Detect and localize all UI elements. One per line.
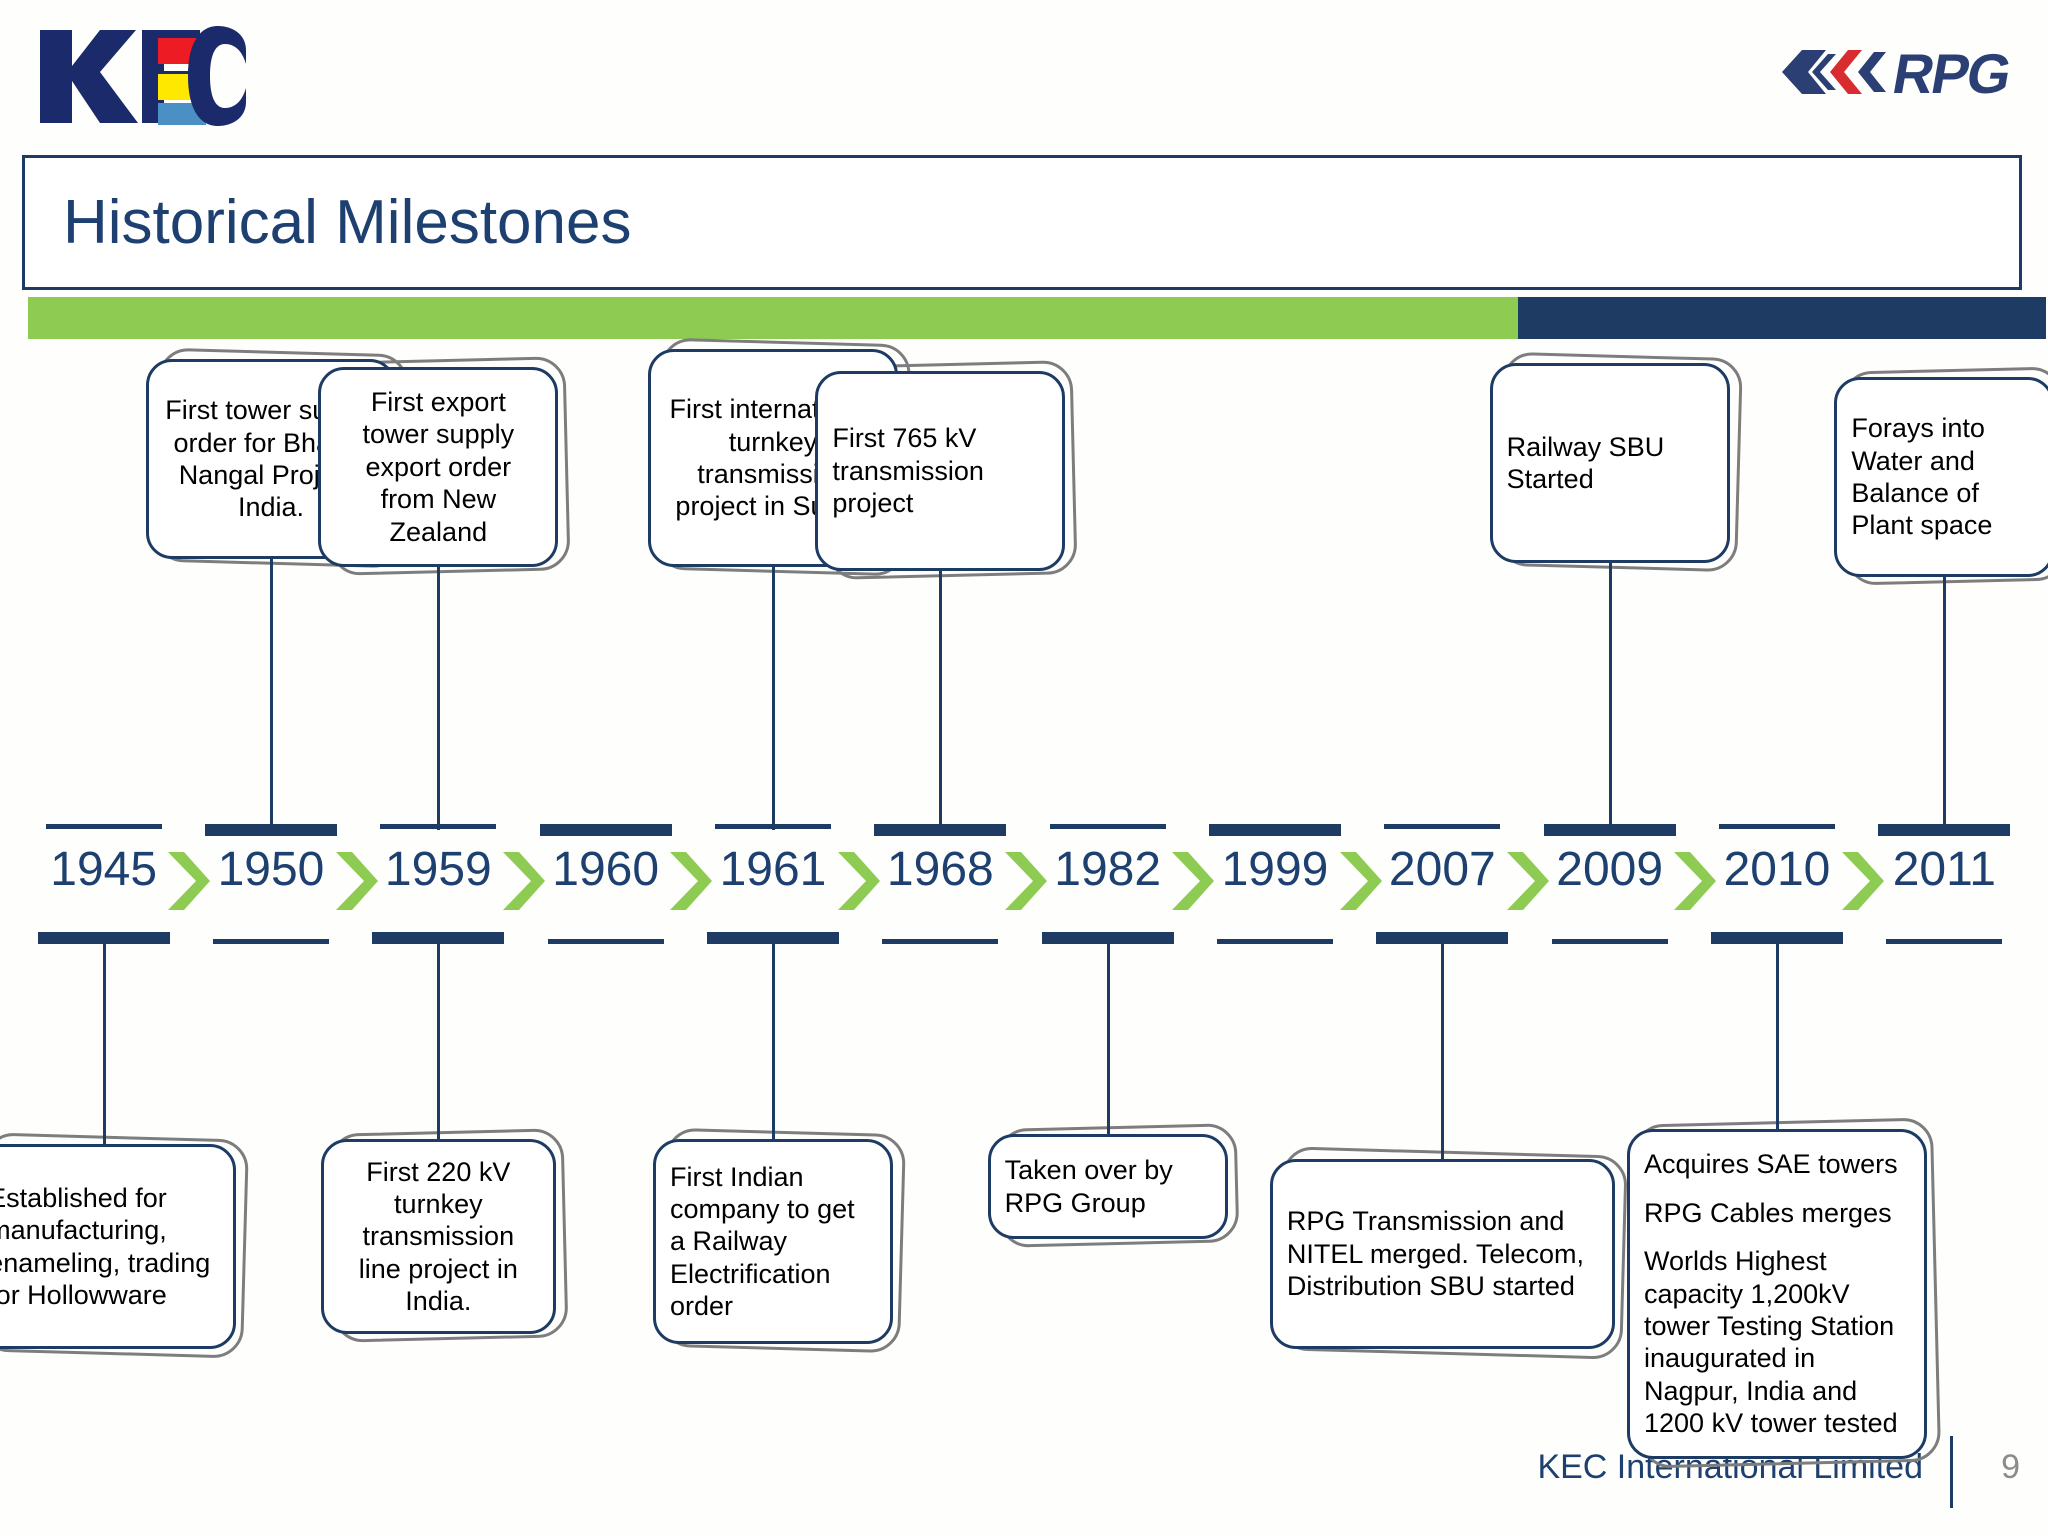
- milestone-connector: [270, 559, 273, 830]
- milestone-connector: [939, 571, 943, 830]
- year-tick-top: [1049, 824, 1166, 829]
- year-label: 2009: [1556, 843, 1664, 896]
- timeline: 1945 1950 1959 1960 1961 1968 1982 1999 2007 2009…: [0, 337, 2048, 1469]
- year-tick-bottom: [1886, 939, 2003, 944]
- milestone-connector: [1106, 938, 1110, 1134]
- svg-text:RPG: RPG: [1888, 42, 2014, 105]
- timeline-chevron-icon: [1668, 850, 1718, 912]
- timeline-chevron-icon: [1501, 850, 1551, 912]
- milestone-text: Established for manufacturing, enameling…: [0, 1182, 211, 1310]
- year-tick-top: [45, 824, 162, 829]
- page-number: 9: [2001, 1448, 2020, 1486]
- page-title: Historical Milestones: [63, 187, 632, 257]
- rpg-logo: RPG: [1778, 38, 2018, 106]
- milestone-connector: [437, 567, 441, 830]
- milestone-box-1961-bottom[interactable]: First Indian company to get a Railway El…: [653, 1139, 893, 1344]
- accent-stripe-green: [28, 297, 1518, 339]
- year-band: 1945 1950 1959 1960 1961 1968 1982 1999 2007 2009…: [0, 824, 2048, 944]
- year-tick-bottom: [1551, 939, 1668, 944]
- timeline-chevron-icon: [497, 850, 547, 912]
- timeline-year-1968[interactable]: 1968: [857, 824, 1024, 944]
- milestone-text: First 765 kV transmission project: [832, 423, 984, 519]
- year-tick-top: [1208, 824, 1341, 836]
- year-label: 1959: [384, 843, 492, 896]
- year-label: 2010: [1723, 843, 1831, 896]
- year-tick-top: [204, 824, 337, 836]
- timeline-chevron-icon: [1334, 850, 1384, 912]
- timeline-year-2009[interactable]: 2009: [1526, 824, 1693, 944]
- milestone-box-1945-bottom[interactable]: Established for manufacturing, enameling…: [0, 1144, 237, 1349]
- timeline-chevron-icon: [999, 850, 1049, 912]
- milestone-text-line: Worlds Highest capacity 1,200kV tower Te…: [1644, 1246, 1898, 1439]
- milestone-connector: [1943, 577, 1947, 830]
- year-label: 2011: [1892, 843, 1996, 896]
- year-label: 1950: [217, 843, 325, 896]
- timeline-chevron-icon: [1166, 850, 1216, 912]
- year-tick-bottom: [212, 939, 329, 944]
- milestone-text: First Indian company to get a Railway El…: [670, 1161, 855, 1322]
- year-label: 1982: [1054, 843, 1162, 896]
- milestone-text: First 220 kV turnkey transmission line p…: [358, 1156, 518, 1317]
- timeline-year-1950[interactable]: 1950: [187, 824, 354, 944]
- milestone-box-2007-bottom[interactable]: RPG Transmission and NITEL merged. Telec…: [1269, 1159, 1615, 1349]
- milestone-box-1968-top[interactable]: First 765 kV transmission project: [815, 371, 1066, 571]
- milestone-box-2011-top[interactable]: Forays into Water and Balance of Plant s…: [1834, 377, 2048, 577]
- milestone-box-1982-bottom[interactable]: Taken over by RPG Group: [987, 1134, 1228, 1239]
- year-label: 2007: [1388, 843, 1496, 896]
- year-tick-bottom: [1216, 939, 1333, 944]
- year-label: 1961: [719, 843, 827, 896]
- title-bar: Historical Milestones: [22, 155, 2022, 290]
- milestone-text-line: RPG Cables merges: [1644, 1197, 1892, 1228]
- kec-logo: [32, 24, 252, 129]
- milestone-connector: [1608, 563, 1612, 830]
- milestone-connector: [437, 938, 441, 1139]
- year-label: 1999: [1221, 843, 1329, 896]
- milestone-text: Railway SBU Started: [1506, 431, 1665, 494]
- year-tick-top: [539, 824, 672, 836]
- timeline-chevron-icon: [162, 850, 212, 912]
- year-tick-top: [1878, 824, 2011, 836]
- timeline-year-1999[interactable]: 1999: [1191, 824, 1358, 944]
- year-tick-top: [1543, 824, 1676, 836]
- footer-divider: [1950, 1436, 1953, 1508]
- year-label: 1945: [50, 843, 158, 896]
- year-label: 1968: [886, 843, 994, 896]
- slide-header: RPG: [0, 0, 2048, 155]
- milestone-text: Taken over by RPG Group: [1004, 1155, 1173, 1218]
- timeline-chevron-icon: [1836, 850, 1886, 912]
- year-tick-top: [1718, 824, 1835, 829]
- milestone-connector: [772, 567, 775, 830]
- milestone-text: RPG Transmission and NITEL merged. Telec…: [1286, 1206, 1584, 1302]
- milestone-connector: [102, 938, 106, 1144]
- milestone-text: Forays into Water and Balance of Plant s…: [1851, 413, 1993, 541]
- milestone-box-1959-bottom[interactable]: First 220 kV turnkey transmission line p…: [320, 1139, 556, 1334]
- milestone-text-line: Acquires SAE towers: [1644, 1149, 1898, 1180]
- timeline-chevron-icon: [664, 850, 714, 912]
- milestone-box-2009-top[interactable]: Railway SBU Started: [1489, 363, 1730, 563]
- timeline-chevron-icon: [330, 850, 380, 912]
- timeline-year-2010[interactable]: 2010: [1693, 824, 1860, 944]
- timeline-year-1945[interactable]: 1945: [20, 824, 187, 944]
- year-tick-top: [1384, 824, 1501, 829]
- year-tick-bottom: [547, 939, 664, 944]
- milestone-connector: [1776, 938, 1779, 1129]
- milestone-text: First export tower supply export order f…: [362, 387, 515, 547]
- timeline-chevron-icon: [832, 850, 882, 912]
- milestone-box-1959-top[interactable]: First export tower supply export order f…: [318, 367, 559, 567]
- accent-stripe-navy: [1518, 297, 2046, 339]
- timeline-year-1982[interactable]: 1982: [1024, 824, 1191, 944]
- accent-stripe: [28, 297, 2046, 339]
- timeline-year-1960[interactable]: 1960: [522, 824, 689, 944]
- timeline-year-2007[interactable]: 2007: [1359, 824, 1526, 944]
- year-tick-top: [874, 824, 1007, 836]
- timeline-year-2011[interactable]: 2011: [1861, 824, 2028, 944]
- year-tick-bottom: [882, 939, 999, 944]
- milestone-connector: [772, 938, 775, 1139]
- milestone-connector: [1441, 938, 1445, 1159]
- year-label: 1960: [552, 843, 660, 896]
